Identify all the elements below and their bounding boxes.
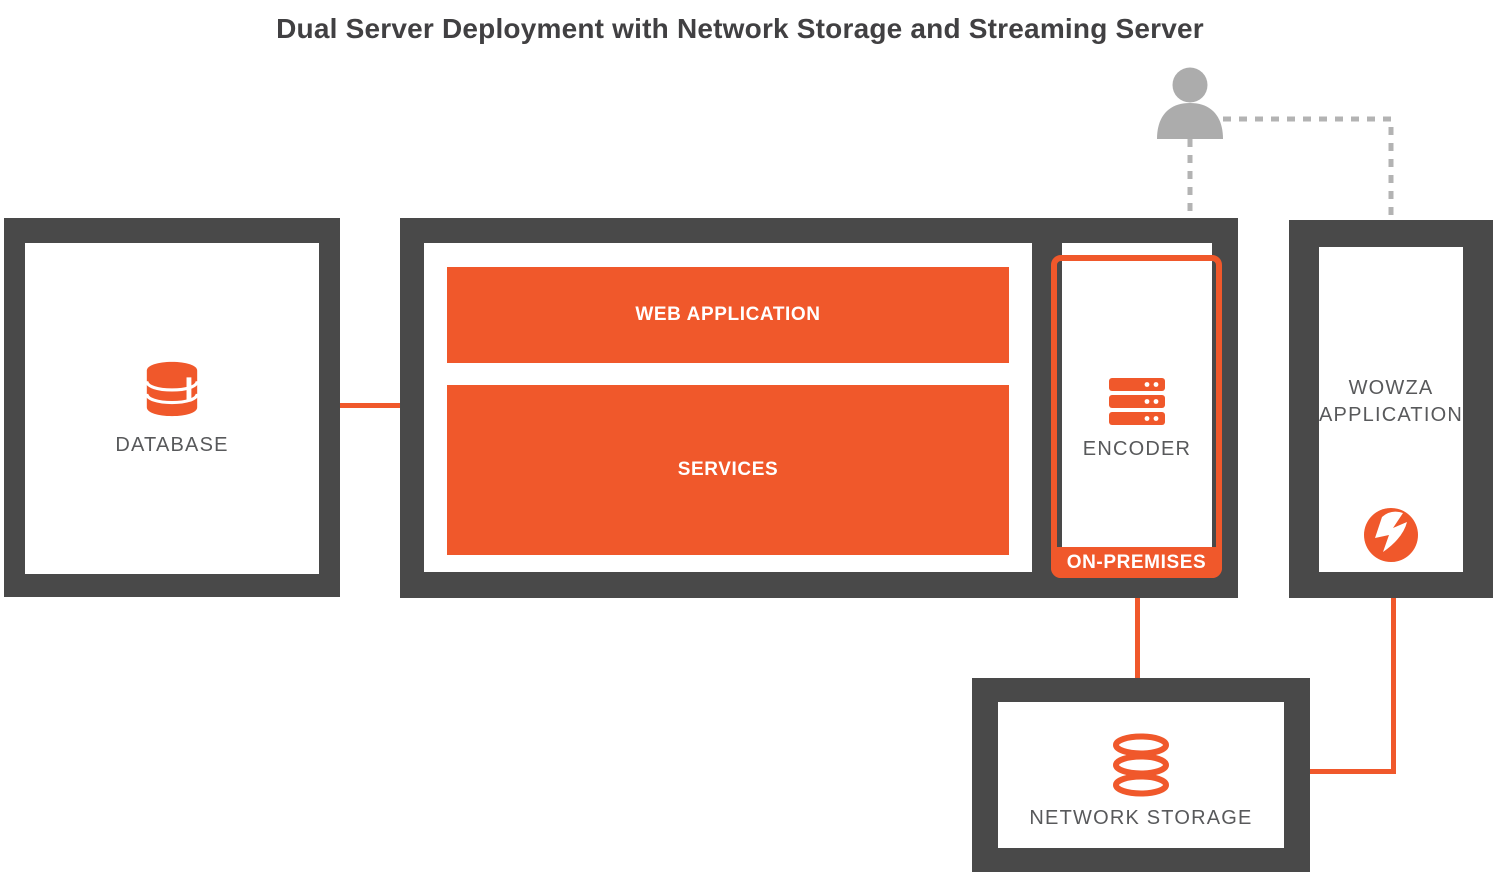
database-to-server-line (340, 403, 400, 408)
web-application-block: WEB APPLICATION (447, 267, 1009, 363)
wowza-logo-icon (1364, 508, 1418, 562)
encoder-label: ENCODER (1082, 438, 1192, 460)
server-rack-icon (1109, 378, 1165, 425)
wowza-application-node: WOWZA APPLICATION (1289, 220, 1493, 598)
encoder-body: ENCODER (1062, 243, 1212, 548)
network-storage-label: NETWORK STORAGE (1029, 806, 1253, 829)
database-node: DATABASE (4, 218, 340, 597)
database-icon (145, 361, 199, 417)
database-node-body: DATABASE (25, 243, 319, 574)
user-to-wowza-dashed-line (1223, 116, 1394, 218)
wowza-application-body: WOWZA APPLICATION (1319, 247, 1463, 572)
storage-disks-icon (1113, 733, 1169, 796)
network-storage-node: NETWORK STORAGE (972, 678, 1310, 872)
app-server-body: WEB APPLICATION SERVICES (424, 243, 1032, 572)
on-premises-label: ON-PREMISES (1066, 551, 1207, 573)
wowza-to-storage-line-vertical (1391, 597, 1396, 774)
services-block: SERVICES (447, 385, 1009, 555)
wowza-application-label: WOWZA APPLICATION (1319, 377, 1463, 426)
database-label: DATABASE (115, 434, 229, 456)
wowza-to-storage-line-horizontal (1310, 769, 1396, 774)
encoder-to-storage-line (1135, 597, 1140, 678)
diagram-title: Dual Server Deployment with Network Stor… (276, 13, 1204, 44)
on-premises-boundary: ON-PREMISES (1051, 255, 1222, 578)
services-label: SERVICES (677, 459, 779, 480)
app-server-node: WEB APPLICATION SERVICES ENCODER ON-PREM… (400, 218, 1238, 598)
person-icon (1157, 67, 1223, 139)
network-storage-body: NETWORK STORAGE (998, 702, 1284, 848)
on-premises-banner: ON-PREMISES (1051, 547, 1222, 578)
web-application-label: WEB APPLICATION (635, 304, 821, 325)
